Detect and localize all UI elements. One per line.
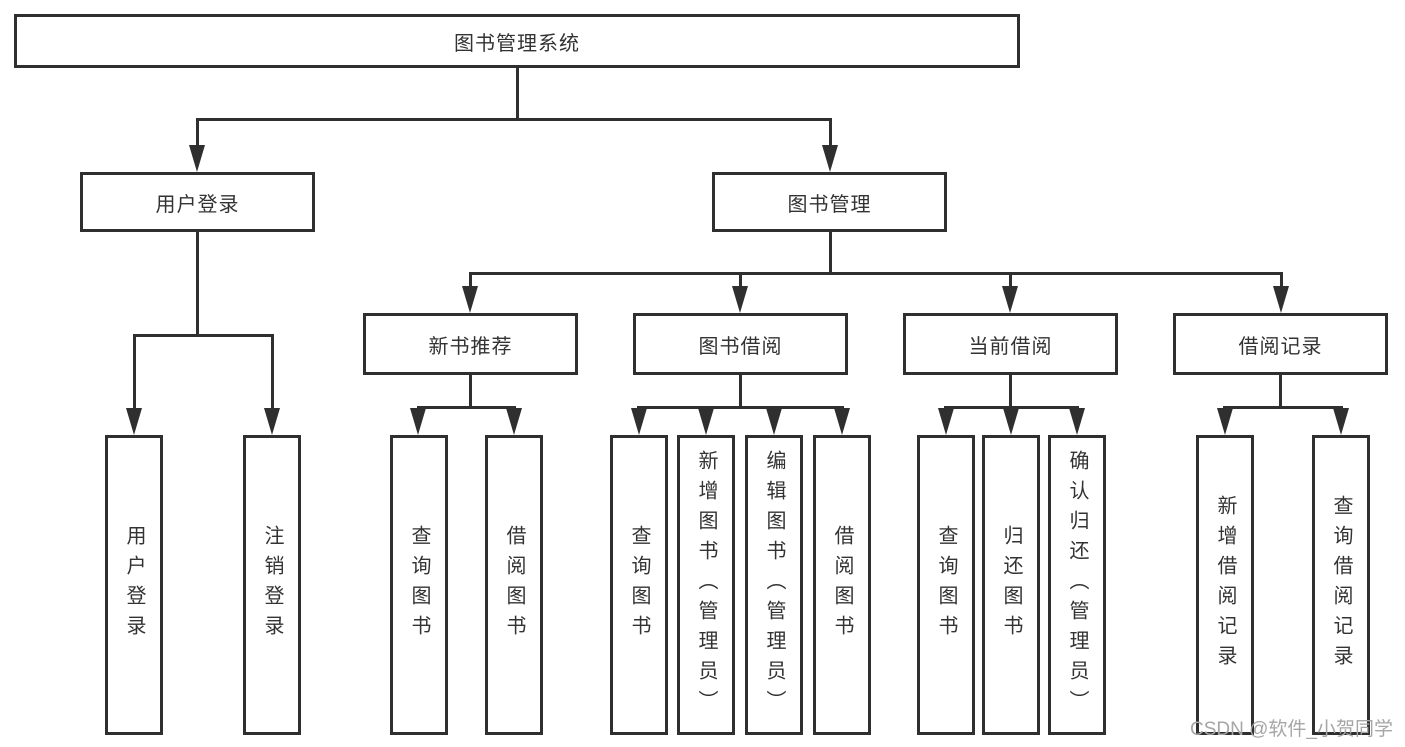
connector-hline [944, 406, 1079, 409]
arrowhead-down-icon [264, 408, 280, 435]
arrowhead-down-icon [462, 286, 478, 313]
connector-vline [739, 272, 742, 290]
arrowhead-down-icon [1002, 286, 1018, 313]
arrowhead-down-icon [938, 408, 954, 435]
node-label: 用户登录 [155, 193, 240, 216]
node-label: 查询图书 [408, 525, 430, 645]
leaf-query-books-recommend: 查询图书 [390, 435, 448, 735]
connector-vline [196, 118, 199, 150]
node-label: 注销登录 [261, 525, 283, 645]
leaf-query-borrow-record: 查询借阅记录 [1312, 435, 1370, 735]
node-label: 新增图书（管理员） [695, 450, 717, 720]
connector-hline [417, 406, 516, 409]
node-label: 查询借阅记录 [1330, 495, 1352, 675]
connector-vline [829, 118, 832, 150]
connector-vline [516, 68, 519, 120]
connector-vline [469, 272, 472, 290]
node-current-borrowing: 当前借阅 [903, 313, 1118, 375]
connector-vline [271, 334, 274, 410]
leaf-query-books-borrow: 查询图书 [610, 435, 668, 735]
node-label: 借阅图书 [831, 525, 853, 645]
connector-vline [829, 232, 832, 275]
connector-vline [739, 375, 742, 409]
node-new-book-recommendation: 新书推荐 [363, 313, 578, 375]
node-book-management: 图书管理 [712, 172, 947, 232]
leaf-borrow-books: 借阅图书 [813, 435, 871, 735]
connector-vline [1009, 375, 1012, 409]
leaf-add-books-admin: 新增图书（管理员） [677, 435, 735, 735]
connector-vline [469, 375, 472, 409]
node-book-borrowing: 图书借阅 [633, 313, 848, 375]
node-label: 归还图书 [1000, 525, 1022, 645]
arrowhead-down-icon [410, 408, 426, 435]
node-label: 图书借阅 [698, 335, 783, 358]
arrowhead-down-icon [766, 408, 782, 435]
arrowhead-down-icon [1217, 408, 1233, 435]
node-label: 借阅记录 [1238, 335, 1323, 358]
arrowhead-down-icon [1069, 408, 1085, 435]
node-user-login: 用户登录 [80, 172, 315, 232]
connector-hline [1223, 406, 1343, 409]
leaf-query-books-current: 查询图书 [917, 435, 975, 735]
leaf-logout: 注销登录 [243, 435, 301, 735]
node-label: 编辑图书（管理员） [763, 450, 785, 720]
connector-hline [133, 334, 274, 337]
node-label: 查询图书 [935, 525, 957, 645]
connector-hline [637, 406, 844, 409]
node-label: 新书推荐 [428, 335, 513, 358]
connector-vline [1009, 272, 1012, 290]
connector-vline [1279, 375, 1282, 409]
connector-hline [196, 118, 832, 121]
connector-vline [133, 334, 136, 410]
leaf-return-books: 归还图书 [982, 435, 1040, 735]
leaf-user-login: 用户登录 [105, 435, 163, 735]
connector-hline [469, 272, 1283, 275]
node-label: 用户登录 [123, 525, 145, 645]
node-label: 借阅图书 [503, 525, 525, 645]
arrowhead-down-icon [732, 286, 748, 313]
node-library-management-system: 图书管理系统 [14, 14, 1020, 68]
node-label: 图书管理 [787, 193, 872, 216]
leaf-confirm-return-admin: 确认归还（管理员） [1048, 435, 1106, 735]
arrowhead-down-icon [1273, 286, 1289, 313]
leaf-borrow-books-recommend: 借阅图书 [485, 435, 543, 735]
node-borrowing-records: 借阅记录 [1173, 313, 1388, 375]
arrowhead-down-icon [631, 408, 647, 435]
arrowhead-down-icon [834, 408, 850, 435]
leaf-add-borrow-record: 新增借阅记录 [1196, 435, 1254, 735]
node-label: 图书管理系统 [454, 32, 580, 55]
node-label: 查询图书 [628, 525, 650, 645]
connector-vline [1280, 272, 1283, 290]
node-label: 当前借阅 [968, 335, 1053, 358]
node-label: 确认归还（管理员） [1066, 450, 1088, 720]
arrowhead-down-icon [1333, 408, 1349, 435]
arrowhead-down-icon [698, 408, 714, 435]
connector-vline [196, 232, 199, 337]
arrowhead-down-icon [189, 145, 205, 172]
csdn-watermark: CSDN @软件_小贺同学 [1190, 719, 1393, 740]
leaf-edit-books-admin: 编辑图书（管理员） [745, 435, 803, 735]
arrowhead-down-icon [822, 145, 838, 172]
arrowhead-down-icon [506, 408, 522, 435]
arrowhead-down-icon [126, 408, 142, 435]
node-label: 新增借阅记录 [1214, 495, 1236, 675]
arrowhead-down-icon [1003, 408, 1019, 435]
